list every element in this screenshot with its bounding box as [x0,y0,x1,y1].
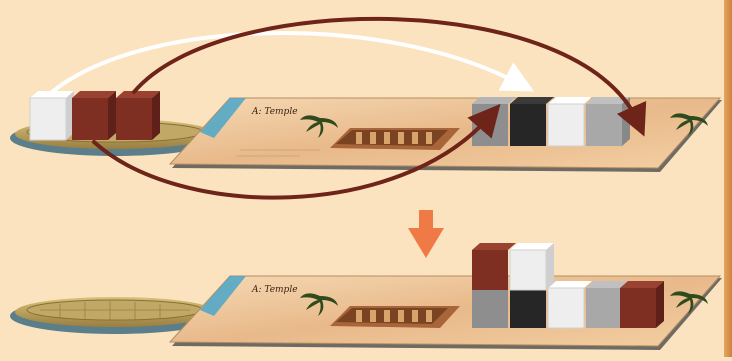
down-arrow-icon [408,210,444,258]
card-stones-top [472,97,630,146]
stone-brown [620,281,664,328]
card-title-bottom: A: Temple [251,285,298,295]
stone-white [30,91,74,140]
site-card-top: A: Temple [170,98,722,172]
stone-gray [586,97,630,146]
temple-icon [330,128,460,150]
stone-black [510,288,546,328]
stone-brown [72,91,116,140]
temple-icon [330,306,460,328]
boat-stones-top [30,91,160,140]
arrow-white [52,33,520,92]
stone-gray [472,288,508,328]
page-edge [724,0,732,357]
card-stones-bottom [472,243,664,328]
card-title-top: A: Temple [251,107,298,117]
stone-white [510,243,554,290]
stone-brown [116,91,160,140]
